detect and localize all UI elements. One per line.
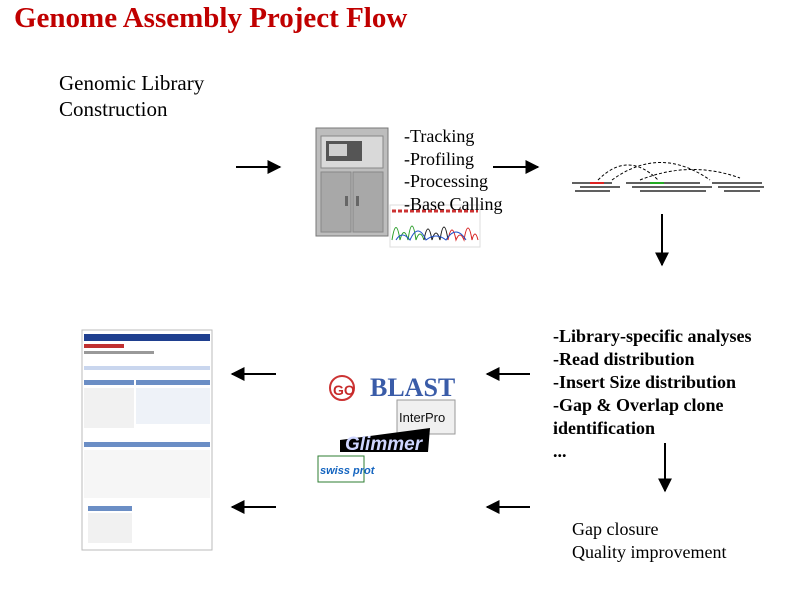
tool-logos: GO BLAST InterPro Glimmer swiss prot	[317, 373, 456, 483]
glimmer-logo: Glimmer	[345, 434, 424, 455]
assembly-contig-image	[572, 162, 764, 192]
annotation-report-image	[81, 329, 213, 551]
flow-arrows	[230, 160, 672, 514]
sequencing-steps-label: -Tracking -Profiling -Processing -Base C…	[404, 126, 503, 214]
chromatogram-image	[389, 204, 481, 248]
library-construction-label: Genomic Library Construction	[59, 71, 205, 121]
blast-logo: BLAST	[370, 373, 455, 402]
page-title: Genome Assembly Project Flow	[14, 2, 408, 34]
interpro-logo: InterPro	[399, 410, 445, 425]
swissprot-logo: swiss prot	[320, 465, 376, 477]
go-logo: GO	[333, 382, 355, 398]
assembly-analysis-label: -Library-specific analyses -Read distrib…	[553, 326, 752, 461]
sequencer-image	[315, 127, 389, 237]
finishing-label: Gap closure Quality improvement	[572, 519, 727, 562]
